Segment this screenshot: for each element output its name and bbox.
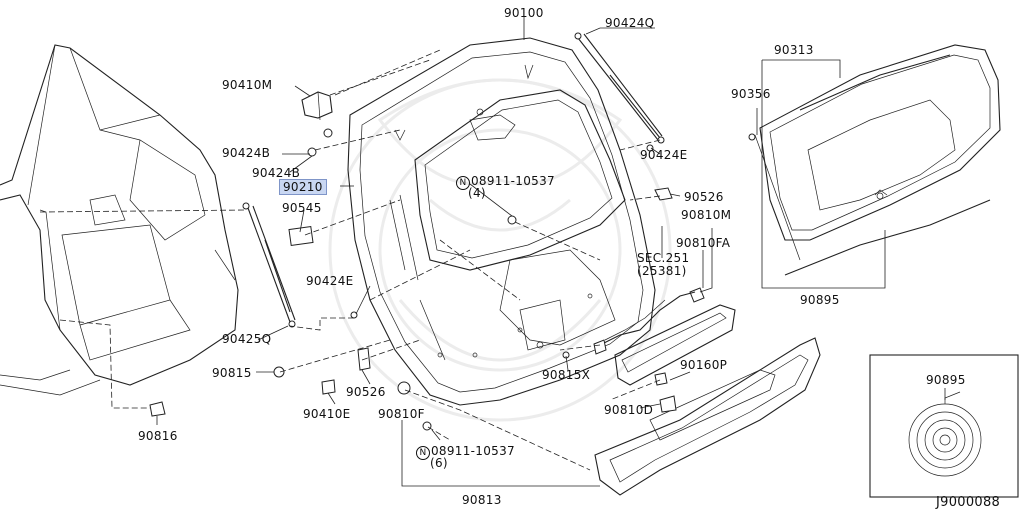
leader-lines (39, 17, 886, 487)
highlight-90210: 90210 (279, 179, 327, 195)
label-sec251: SEC.251 (637, 251, 690, 265)
label-90425q: 90425Q (222, 332, 272, 346)
label-90356: 90356 (731, 87, 771, 101)
label-90100: 90100 (504, 6, 544, 20)
label-90424b-upper: 90424B (222, 146, 271, 160)
lower-garnish (594, 337, 821, 496)
label-90526-left: 90526 (346, 385, 386, 399)
label-90424b-lower: 90424B (252, 166, 301, 180)
label-90810fa: 90810FA (676, 236, 731, 250)
label-90815x: 90815X (542, 368, 591, 382)
nut-symbol-icon: N (456, 176, 470, 190)
label-08911-upper-qty: (4) (468, 186, 486, 200)
nut-symbol-icon: N (416, 446, 430, 460)
left-gas-strut (242, 202, 296, 328)
license-finisher (614, 304, 736, 386)
label-90816: 90816 (138, 429, 178, 443)
detail-inset (869, 354, 1019, 498)
wiring-harness (593, 291, 696, 355)
label-90424e-right: 90424E (640, 148, 688, 162)
label-90210-highlighted: 90210 (279, 179, 327, 195)
label-90424e-left: 90424E (306, 274, 354, 288)
label-90410e: 90410E (303, 407, 351, 421)
label-08911-lower-qty: (6) (430, 456, 448, 470)
vehicle-body (0, 44, 239, 396)
watermark (328, 78, 672, 422)
label-90810f: 90810F (378, 407, 425, 421)
diagram-code: J9000088 (936, 495, 1001, 510)
label-90313: 90313 (774, 43, 814, 57)
label-90895-glass: 90895 (800, 293, 840, 307)
label-90895-inset: 90895 (926, 373, 966, 387)
part-number: 08911-10537 (471, 174, 555, 188)
rear-glass (748, 44, 1001, 276)
label-90810d: 90810D (604, 403, 654, 417)
label-sec251-ref: (25381) (637, 264, 687, 278)
label-90810m: 90810M (681, 208, 732, 222)
label-90815: 90815 (212, 366, 252, 380)
label-90424q: 90424Q (605, 16, 655, 30)
label-90160p: 90160P (680, 358, 728, 372)
label-90813: 90813 (462, 493, 502, 507)
right-gas-strut (574, 32, 665, 144)
hinge (301, 91, 333, 157)
part-number: 08911-10537 (431, 444, 515, 458)
label-90545: 90545 (282, 201, 322, 215)
back-door-panel (347, 37, 656, 406)
label-90410m: 90410M (222, 78, 273, 92)
label-90526-right: 90526 (684, 190, 724, 204)
